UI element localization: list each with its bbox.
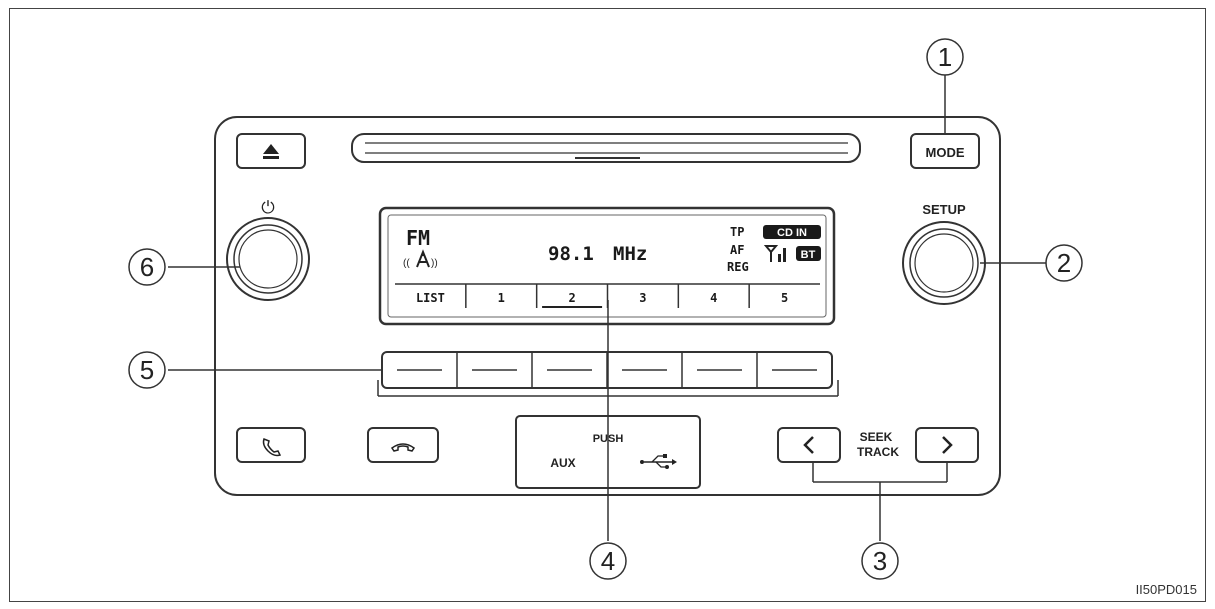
phone-answer-icon	[262, 438, 282, 457]
softkey-label-5: 5	[781, 291, 788, 305]
tp-indicator: TP	[730, 225, 744, 239]
svg-text:BT: BT	[801, 249, 816, 261]
softkey-label-3: 3	[639, 291, 646, 305]
preset-button-2[interactable]	[531, 352, 592, 388]
cd-in-badge: CD IN	[763, 225, 821, 239]
reg-indicator: REG	[727, 260, 749, 274]
chevron-right-icon	[942, 436, 953, 454]
svg-text:4: 4	[601, 546, 615, 576]
seek-label: SEEK	[860, 430, 893, 444]
power-icon: ⏻	[261, 198, 275, 217]
phone-answer-button[interactable]	[236, 427, 306, 463]
track-label: TRACK	[857, 445, 899, 459]
softkey-label-2: 2	[568, 291, 575, 305]
phone-hangup-icon	[390, 443, 416, 452]
band-indicator: FM	[406, 226, 430, 250]
frequency-unit: MHz	[613, 243, 647, 265]
leader-lines	[168, 75, 1046, 541]
callout-1: 1	[926, 38, 964, 76]
softkey-label-0: LIST	[416, 291, 445, 305]
svg-text:6: 6	[140, 252, 154, 282]
callout-2: 2	[1045, 244, 1083, 282]
seek-track-back-button[interactable]	[777, 427, 841, 463]
power-volume-knob[interactable]: ⏻	[226, 198, 310, 301]
mode-button[interactable]: MODE	[910, 133, 980, 169]
preset-button-3[interactable]	[606, 352, 667, 388]
reference-code: II50PD015	[1135, 582, 1197, 597]
phone-hangup-button[interactable]	[367, 427, 439, 463]
lcd-display: FM (( )) 98.1 MHz TP AF REG CD IN BT LIS…	[378, 206, 836, 326]
usb-icon[interactable]	[640, 454, 677, 469]
svg-text:CD IN: CD IN	[777, 227, 807, 239]
svg-text:1: 1	[938, 42, 952, 72]
frequency-value: 98.1	[548, 243, 594, 265]
setup-knob[interactable]: SETUP	[902, 202, 986, 305]
softkey-label-4: 4	[710, 291, 717, 305]
preset-button-1[interactable]	[456, 352, 517, 388]
figure-frame	[9, 8, 1206, 602]
callout-4: 4	[589, 542, 627, 580]
preset-button-4[interactable]	[681, 352, 742, 388]
cd-slot	[351, 133, 861, 163]
aux-jack-label[interactable]: AUX	[550, 456, 575, 470]
eject-icon	[263, 144, 279, 154]
callout-6: 6	[128, 248, 166, 286]
callouts: 1 2 3 4 5 6	[128, 38, 1083, 580]
setup-label: SETUP	[922, 202, 966, 217]
preset-buttons	[381, 351, 833, 389]
eject-button[interactable]	[236, 133, 306, 169]
preset-button-5[interactable]	[756, 352, 817, 388]
svg-text:)): ))	[431, 258, 438, 269]
af-indicator: AF	[730, 243, 744, 257]
bluetooth-badge: BT	[796, 246, 821, 261]
chevron-left-icon	[803, 436, 814, 454]
signal-strength-icon	[763, 245, 786, 262]
callout-3: 3	[861, 542, 899, 580]
softkey-label-1: 1	[498, 291, 505, 305]
svg-text:5: 5	[140, 355, 154, 385]
svg-text:3: 3	[873, 546, 887, 576]
seek-track-forward-button[interactable]	[915, 427, 979, 463]
callout-5: 5	[128, 351, 166, 389]
svg-text:2: 2	[1057, 248, 1071, 278]
radio-tower-icon: (( ))	[403, 249, 438, 269]
svg-text:((: ((	[403, 258, 410, 269]
mode-button-label: MODE	[926, 145, 965, 160]
